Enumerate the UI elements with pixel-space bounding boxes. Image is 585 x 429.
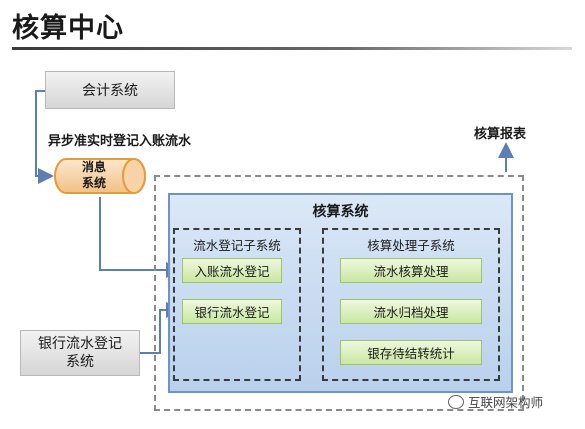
entry-flow-register-label: 入账流水登记 <box>194 264 270 279</box>
title-rule <box>12 47 572 50</box>
flow-archive-label: 流水归档处理 <box>373 305 449 320</box>
flow-register-subsystem: 流水登记子系统 <box>173 228 301 381</box>
bank-flow-register-box: 银行流水登记 <box>182 299 282 324</box>
flow-register-subsystem-title: 流水登记子系统 <box>193 238 281 253</box>
flow-archive-box: 流水归档处理 <box>340 299 482 324</box>
wechat-icon <box>448 394 464 409</box>
arrow-accounting-to-message <box>35 90 54 184</box>
bank-flow-system-box: 银行流水登记 系统 <box>20 330 140 376</box>
accounting-system-box: 会计系统 <box>45 71 175 109</box>
accounting-process-subsystem: 核算处理子系统 <box>322 228 500 381</box>
bank-flow-register-label: 银行流水登记 <box>194 305 270 320</box>
entry-flow-register-box: 入账流水登记 <box>182 258 282 283</box>
async-register-label: 异步准实时登记入账流水 <box>48 134 192 149</box>
report-label: 核算报表 <box>474 127 527 142</box>
outer-boundary <box>154 175 524 411</box>
bank-pending-stats-box: 银存待结转统计 <box>340 340 482 365</box>
watermark: 互联网架构师 <box>448 392 543 411</box>
page-title: 核算中心 <box>12 13 124 44</box>
core-system-title: 核算系统 <box>312 204 369 220</box>
flow-accounting-box: 流水核算处理 <box>340 258 482 283</box>
accounting-process-subsystem-title: 核算处理子系统 <box>367 238 455 253</box>
bank-flow-system-label: 银行流水登记 系统 <box>38 336 122 370</box>
accounting-system-label: 会计系统 <box>82 83 138 99</box>
bank-pending-stats-label: 银存待结转统计 <box>367 346 455 361</box>
message-system-label: 消息 系统 <box>81 160 106 190</box>
message-system-node: 消息 系统 <box>52 156 148 196</box>
cylinder-icon <box>54 158 146 194</box>
flow-accounting-label: 流水核算处理 <box>373 264 449 279</box>
watermark-text: 互联网架构师 <box>468 395 544 410</box>
arrow-message-to-entry <box>99 197 182 278</box>
